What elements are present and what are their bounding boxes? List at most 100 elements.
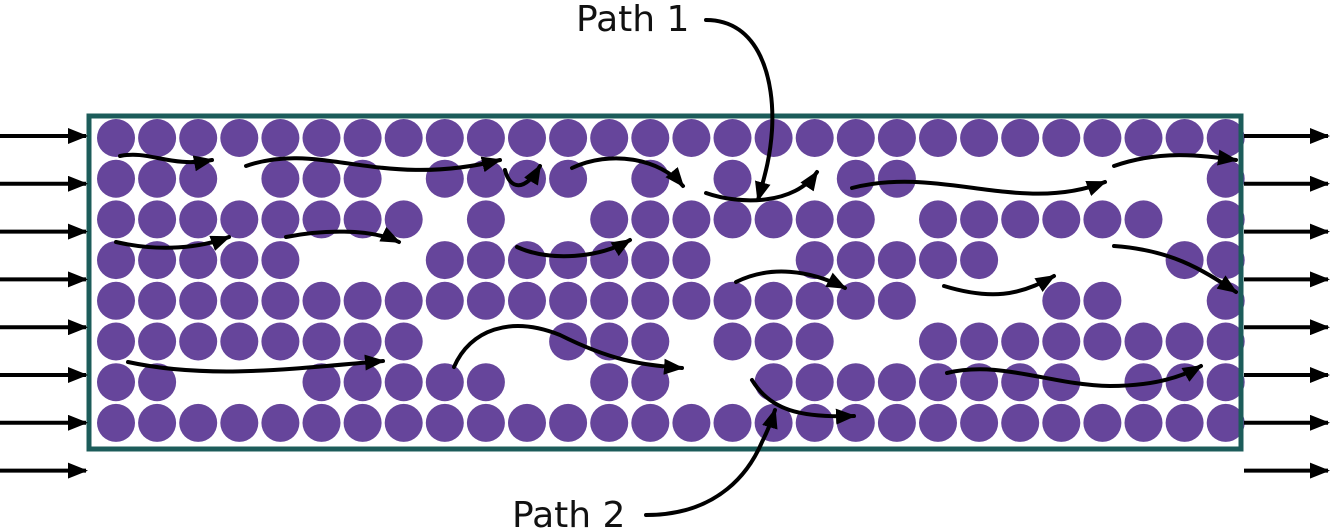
particle [836, 119, 875, 157]
path-2-label: Path 2 [512, 495, 625, 529]
flow-path [114, 235, 231, 251]
flow-path [452, 324, 684, 375]
particle [466, 200, 505, 239]
particle [713, 200, 752, 239]
particle [466, 403, 505, 442]
particle [836, 159, 875, 198]
particle [261, 403, 300, 442]
particle [754, 363, 793, 402]
flow-paths [114, 149, 1238, 425]
particle [302, 119, 341, 157]
particle [1042, 403, 1081, 442]
particle [97, 119, 135, 157]
particle [919, 241, 957, 280]
particle [877, 403, 916, 442]
particle [138, 159, 177, 198]
particle [795, 281, 834, 320]
particle [631, 403, 670, 442]
particle [425, 241, 464, 280]
path-2-leader-line [644, 408, 778, 517]
particle [220, 119, 259, 157]
particle [1206, 241, 1245, 280]
particle [302, 322, 341, 361]
particle [795, 363, 834, 402]
particle [220, 200, 259, 239]
path-1-label: Path 1 [576, 0, 689, 40]
particle [97, 322, 135, 361]
particle [97, 200, 135, 239]
particle [1206, 322, 1245, 361]
particle [425, 159, 464, 198]
particle [220, 403, 259, 442]
particle [97, 281, 135, 320]
particle [1124, 322, 1163, 361]
particle [1001, 363, 1040, 402]
particle [960, 322, 999, 361]
particle [1083, 403, 1122, 442]
particle [179, 241, 218, 280]
particle [631, 200, 670, 239]
particle [590, 241, 629, 280]
particle [754, 119, 793, 157]
particle [631, 363, 670, 402]
particle [466, 281, 505, 320]
particle [713, 159, 752, 198]
particle [590, 119, 629, 157]
particle [672, 119, 711, 157]
particle [1083, 119, 1122, 157]
particle [877, 363, 916, 402]
path-callouts [644, 18, 778, 517]
particle [836, 403, 875, 442]
particle [466, 241, 505, 280]
particle [1124, 200, 1163, 239]
flow-path [1112, 244, 1238, 294]
particle [754, 322, 793, 361]
particle [631, 322, 670, 361]
particle [795, 322, 834, 361]
flow-path [284, 226, 401, 244]
particle [549, 403, 588, 442]
particle [960, 241, 999, 280]
particle [343, 403, 382, 442]
particle [425, 403, 464, 442]
particle [508, 119, 546, 157]
particle [343, 322, 382, 361]
particle [343, 281, 382, 320]
particle [384, 119, 423, 157]
particle [836, 281, 875, 320]
particle [919, 403, 957, 442]
particle [1083, 322, 1122, 361]
particle [590, 403, 629, 442]
flow-path [734, 269, 847, 290]
flow-path [750, 378, 856, 425]
particle [138, 403, 177, 442]
particle [302, 159, 341, 198]
particle [384, 403, 423, 442]
particle [754, 281, 793, 320]
particle [302, 281, 341, 320]
flow-path [244, 156, 502, 173]
particle [384, 322, 423, 361]
particle [425, 119, 464, 157]
particle [836, 241, 875, 280]
particle [1001, 200, 1040, 239]
particle [220, 281, 259, 320]
particle [508, 241, 546, 280]
particle [590, 200, 629, 239]
particle [384, 363, 423, 402]
particle [919, 322, 957, 361]
particle [549, 241, 588, 280]
particle [466, 119, 505, 157]
particle [138, 363, 177, 402]
particle [97, 241, 135, 280]
particle [672, 403, 711, 442]
flow-path [118, 152, 214, 172]
particle [343, 200, 382, 239]
particle [384, 281, 423, 320]
particle [877, 119, 916, 157]
particle [220, 241, 259, 280]
particle [1206, 403, 1245, 442]
particle [1165, 403, 1204, 442]
particle [179, 119, 218, 157]
particle-bed [97, 119, 1245, 442]
